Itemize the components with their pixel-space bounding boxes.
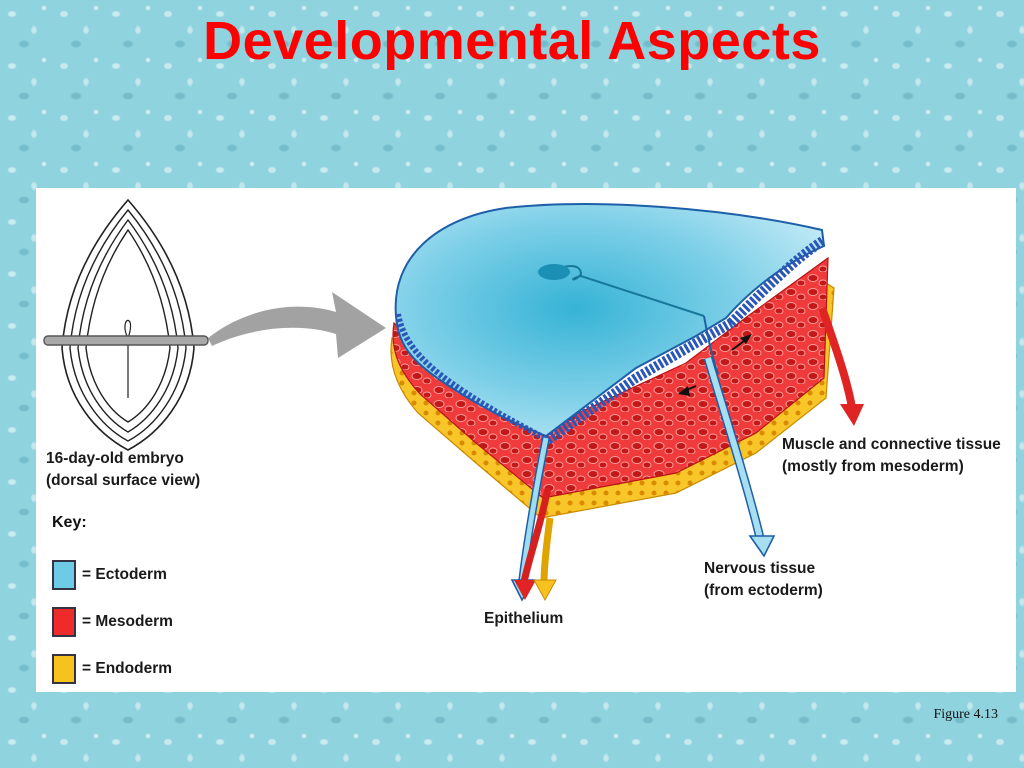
tissue-slab <box>390 203 835 519</box>
slide-title: Developmental Aspects <box>203 11 821 71</box>
muscle-connective-label: Muscle and connective tissue (mostly fro… <box>782 436 1001 475</box>
key-item-mesoderm: = Mesoderm <box>52 605 173 639</box>
epithelium-label: Epithelium <box>484 610 564 627</box>
epithelium-arrows <box>510 437 557 602</box>
figure-caption: Figure 4.13 <box>933 707 998 722</box>
figure-panel: 16-day-old embryo (dorsal surface view) … <box>36 188 1016 692</box>
muscle-tissue-arrow <box>818 306 864 426</box>
nervous-tissue-label: Nervous tissue (from ectoderm) <box>704 560 823 599</box>
embryo-label: 16-day-old embryo (dorsal surface view) <box>46 450 201 489</box>
key-item-endoderm: = Endoderm <box>52 652 172 686</box>
embryo-diagram <box>43 198 864 602</box>
mesoderm-swatch <box>52 607 76 637</box>
key-item-ectoderm: = Ectoderm <box>52 558 167 592</box>
small-embryo-drawing <box>43 198 209 451</box>
transition-arrow <box>208 292 386 358</box>
ectoderm-swatch <box>52 560 76 590</box>
endoderm-swatch <box>52 654 76 684</box>
nervous-tissue-arrow <box>703 356 776 558</box>
key-title: Key: <box>52 514 87 531</box>
